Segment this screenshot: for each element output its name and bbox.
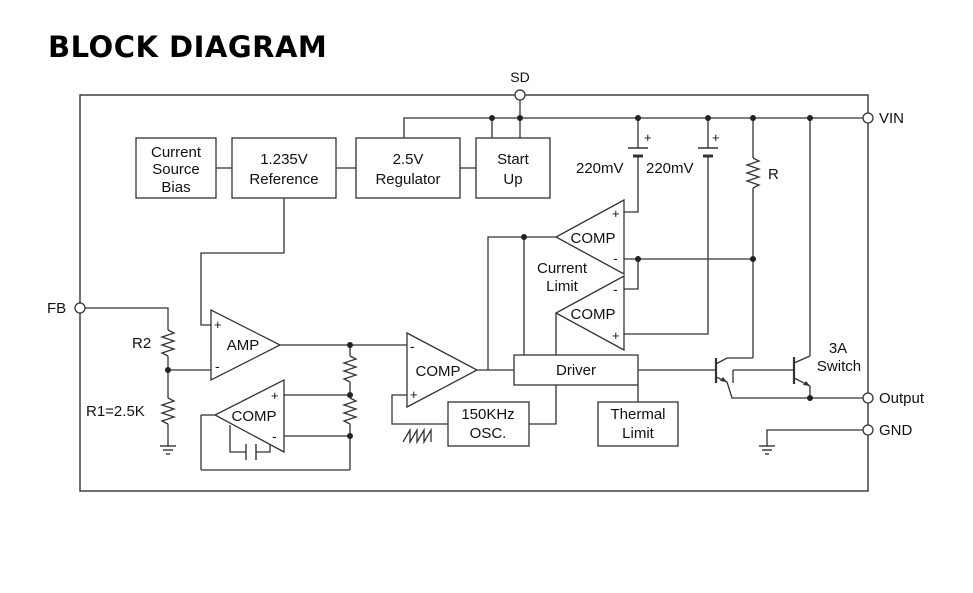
- svg-text:150KHz: 150KHz: [461, 406, 514, 423]
- oscillator-block: 150KHz OSC.: [447, 401, 530, 447]
- svg-text:Regulator: Regulator: [375, 171, 440, 188]
- svg-text:OSC.: OSC.: [470, 425, 507, 442]
- svg-text:Up: Up: [503, 171, 522, 188]
- resistor-r2-label: R2: [132, 335, 151, 352]
- ref-voltage-right-label: 220mV: [646, 160, 694, 177]
- svg-text:+: +: [712, 130, 720, 145]
- pin-output-label: Output: [879, 390, 925, 407]
- svg-text:Bias: Bias: [161, 179, 190, 196]
- resistor-r1-label: R1=2.5K: [86, 403, 145, 420]
- reference-block: 1.235V Reference: [231, 137, 337, 199]
- resistor-r2-symbol: R2: [132, 329, 177, 357]
- svg-text:2.5V: 2.5V: [393, 151, 424, 168]
- pin-gnd: GND: [862, 422, 913, 439]
- svg-text:AMP: AMP: [227, 337, 260, 354]
- thermal-limit-block: Thermal Limit: [597, 401, 679, 447]
- transistor-switch-symbol: [792, 355, 811, 387]
- svg-text:Reference: Reference: [249, 171, 318, 188]
- svg-text:-: -: [272, 428, 277, 444]
- svg-text:3A: 3A: [829, 340, 847, 357]
- page-title: BLOCK DIAGRAM: [48, 30, 328, 64]
- pin-fb: FB: [47, 300, 86, 317]
- svg-text:1.235V: 1.235V: [260, 151, 308, 168]
- pin-vin: VIN: [862, 110, 904, 127]
- resistor-divider-bottom-symbol: [341, 397, 359, 425]
- svg-text:Limit: Limit: [546, 278, 579, 295]
- svg-text:+: +: [271, 388, 279, 403]
- pin-gnd-label: GND: [879, 422, 913, 439]
- current-source-bias-block: Current Source Bias: [135, 137, 217, 199]
- svg-text:COMP: COMP: [571, 306, 616, 323]
- sawtooth-waveform-icon: [402, 427, 432, 445]
- svg-text:Current: Current: [151, 144, 202, 161]
- capacitor-symbol: [245, 444, 257, 460]
- svg-text:COMP: COMP: [232, 408, 277, 425]
- regulator-block: 2.5V Regulator: [355, 137, 461, 199]
- start-up-block: Start Up: [475, 137, 551, 199]
- svg-text:Driver: Driver: [556, 362, 596, 379]
- svg-text:Current: Current: [537, 260, 588, 277]
- pin-fb-label: FB: [47, 300, 66, 317]
- comp-current-upper-triangle: COMP + -: [554, 198, 625, 276]
- svg-text:Start: Start: [497, 151, 530, 168]
- ground-fb-icon: [160, 445, 176, 455]
- svg-text:Source: Source: [152, 161, 200, 178]
- battery-right-symbol: +: [698, 130, 720, 158]
- transistor-driver-symbol: [714, 357, 728, 383]
- comp-feedback-triangle: COMP + -: [213, 378, 285, 454]
- ref-voltage-left-label: 220mV: [576, 160, 624, 177]
- svg-text:Switch: Switch: [817, 358, 861, 375]
- svg-text:-: -: [215, 358, 220, 374]
- comp-current-lower-triangle: COMP - +: [554, 274, 625, 352]
- svg-text:-: -: [613, 250, 618, 266]
- resistor-r-label: R: [768, 166, 779, 183]
- svg-text:Limit: Limit: [622, 425, 655, 442]
- svg-text:+: +: [214, 317, 222, 332]
- battery-left-symbol: +: [628, 130, 652, 158]
- pin-output: Output: [862, 390, 925, 407]
- resistor-r-symbol: R: [744, 157, 779, 189]
- amp-triangle: AMP + -: [210, 308, 282, 382]
- svg-text:-: -: [410, 338, 415, 354]
- resistor-r1-symbol: R1=2.5K: [86, 397, 177, 425]
- svg-text:+: +: [612, 328, 620, 343]
- wiring: [80, 95, 868, 471]
- pin-sd-label: SD: [510, 69, 529, 85]
- current-limit-label: Current Limit: [537, 260, 588, 295]
- svg-text:+: +: [644, 130, 652, 145]
- ground-pin-icon: [759, 445, 775, 455]
- comp-main-triangle: COMP - +: [406, 331, 479, 409]
- svg-text:+: +: [410, 387, 418, 402]
- resistor-divider-top-symbol: [341, 355, 359, 383]
- svg-text:COMP: COMP: [571, 230, 616, 247]
- pin-sd: SD: [510, 69, 530, 101]
- svg-text:+: +: [612, 206, 620, 221]
- chip-outline: [79, 94, 869, 492]
- switch-label: 3A Switch: [817, 340, 861, 375]
- svg-text:COMP: COMP: [416, 363, 461, 380]
- svg-text:Thermal: Thermal: [610, 406, 665, 423]
- pin-vin-label: VIN: [879, 110, 904, 127]
- driver-block: Driver: [513, 354, 639, 386]
- svg-text:-: -: [613, 281, 618, 297]
- junction-dots: [165, 115, 813, 439]
